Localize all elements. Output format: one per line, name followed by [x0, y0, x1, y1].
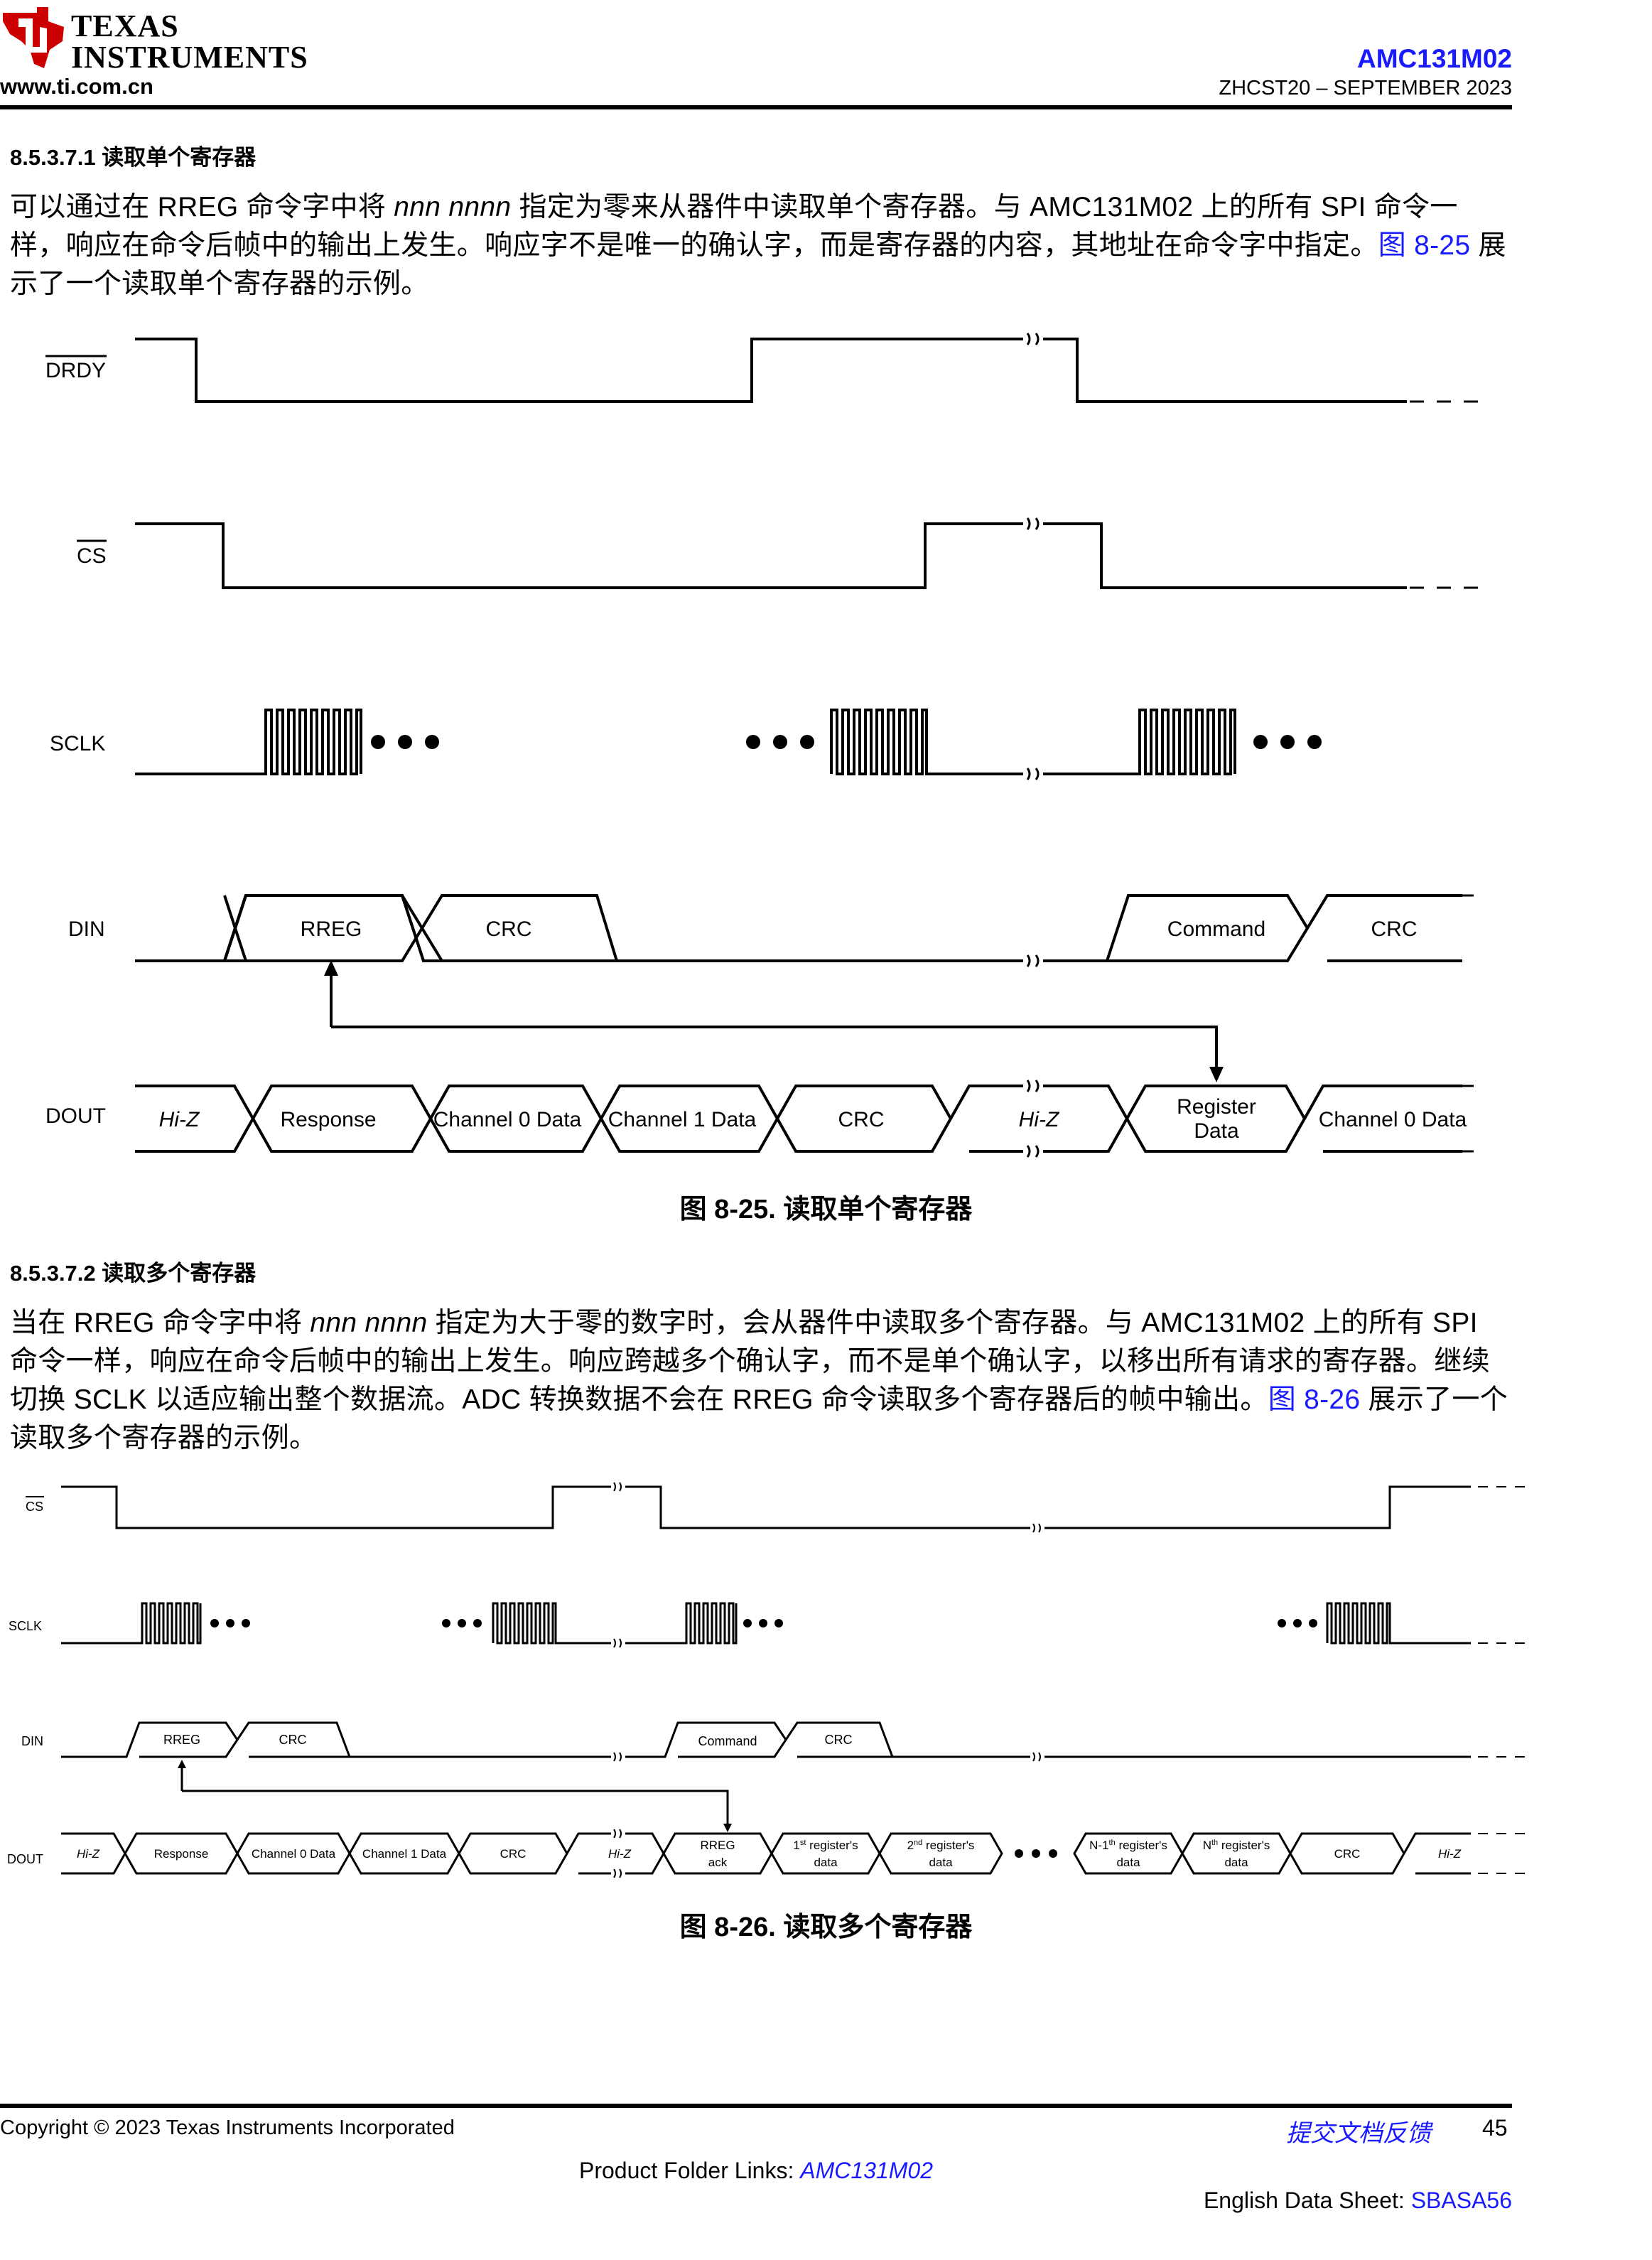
section-paragraph-1: 可以通过在 RREG 命令字中将 nnn nnnn 指定为零来从器件中读取单个寄… [10, 188, 1509, 303]
ti-logo-icon [3, 7, 64, 68]
header-rule [0, 105, 1512, 109]
timing-diagram-8-25: DRDY CS SCLK DIN DOUT [45, 333, 1478, 1158]
signal-label-sclk: SCLK [50, 732, 105, 755]
section-paragraph-2: 当在 RREG 命令字中将 nnn nnnn 指定为大于零的数字时，会从器件中读… [10, 1304, 1509, 1458]
din-label-crc: CRC [486, 918, 532, 941]
din2-label-command: Command [698, 1734, 757, 1748]
footer-rule [0, 2104, 1512, 2108]
signal-label-cs-2: CS [26, 1500, 43, 1514]
dout2-label-rreg: RREG [700, 1839, 735, 1852]
para-italic: nnn nnnn [394, 192, 512, 222]
para-text: 展示了一个读取单个寄存器的示例。 [10, 230, 1506, 299]
drdy-waveform [135, 333, 1478, 403]
dout2-label-datan1: data [1116, 1856, 1140, 1869]
din2-label-rreg: RREG [163, 1733, 200, 1747]
dout2-label-ack: ack [708, 1856, 728, 1869]
din-frames-2 [61, 1721, 1525, 1762]
register-arrow-2 [178, 1760, 732, 1832]
dout-label-ch0-2: Channel 0 Data [1319, 1108, 1467, 1131]
dout-label-hiz: Hi-Z [159, 1108, 200, 1131]
copyright: Copyright © 2023 Texas Instruments Incor… [0, 2116, 455, 2139]
dout2-label-data1: data [814, 1856, 838, 1869]
para-text: 展示了一个读取多个寄存器的示例。 [10, 1384, 1508, 1453]
figure-caption-8-26: 图 8-26. 读取多个寄存器 [679, 1912, 973, 1942]
para-text: 可以通过在 RREG 命令字中将 [10, 192, 394, 222]
website-link[interactable]: www.ti.com.cn [0, 74, 153, 99]
dout-label-crc: CRC [838, 1108, 885, 1131]
dout-label-hiz-2: Hi-Z [1019, 1108, 1060, 1131]
dout2-label-crc-2: CRC [1334, 1847, 1361, 1861]
sclk-waveform [135, 709, 1322, 780]
signal-label-drdy: DRDY [45, 359, 106, 382]
din-label-command: Command [1167, 918, 1265, 941]
din-frames [222, 894, 1474, 967]
signal-label-dout-2: DOUT [7, 1852, 43, 1866]
dout-frames [135, 1080, 1474, 1158]
cs-waveform [135, 517, 1478, 589]
register-arrow [324, 960, 1224, 1082]
dout2-label-crc: CRC [500, 1847, 527, 1861]
dout2-label-hiz: Hi-Z [77, 1847, 100, 1861]
dout2-label-datan: data [1224, 1856, 1248, 1869]
timing-diagram-8-26: CS SCLK DIN DOUT RRE [7, 1482, 1525, 1878]
dout-label-data: Data [1194, 1119, 1239, 1143]
dout2-label-reg1: 1st register's [793, 1839, 858, 1852]
signal-label-din-2: DIN [21, 1734, 43, 1748]
logo-line2: INSTRUMENTS [71, 40, 308, 75]
din-label-rreg: RREG [301, 918, 362, 941]
page-number: 45 [1482, 2115, 1508, 2141]
para-text: 指定为大于零的数字时，会从器件中读取多个寄存器。与 AMC131M02 上的所有… [10, 1308, 1490, 1415]
figure-link-8-25[interactable]: 图 8-25 [1378, 230, 1471, 261]
signal-label-sclk-2: SCLK [9, 1619, 42, 1633]
dout-label-response: Response [280, 1108, 376, 1131]
feedback-link[interactable]: 提交文档反馈 [1286, 2120, 1431, 2147]
figure-link-8-26[interactable]: 图 8-26 [1268, 1384, 1361, 1415]
product-folder: Product Folder Links: AMC131M02 [0, 2158, 1512, 2184]
signal-label-cs: CS [77, 544, 107, 568]
dout2-label-ch0: Channel 0 Data [252, 1847, 336, 1861]
dout-label-ch1: Channel 1 Data [608, 1108, 757, 1131]
section-heading-1: 8.5.3.7.1 读取单个寄存器 [10, 145, 257, 170]
logo-line1: TEXAS [71, 9, 179, 43]
product-folder-label: Product Folder Links: [579, 2158, 801, 2183]
product-folder-link[interactable]: AMC131M02 [800, 2158, 933, 2183]
din2-label-crc: CRC [279, 1733, 307, 1747]
doc-id: ZHCST20 – SEPTEMBER 2023 [1219, 77, 1512, 99]
dout2-label-data2: data [929, 1856, 953, 1869]
din2-label-crc-2: CRC [825, 1733, 853, 1747]
din-waveform [135, 894, 1023, 962]
para-text: 指定为零来从器件中读取单个寄存器。与 AMC131M02 上的所有 SPI 命令… [10, 192, 1458, 261]
english-datasheet: English Data Sheet: SBASA56 [1204, 2188, 1512, 2214]
din-label-crc-2: CRC [1371, 918, 1418, 941]
english-datasheet-label: English Data Sheet: [1203, 2188, 1411, 2213]
dout2-label-regn: Nth register's [1203, 1839, 1270, 1852]
para-italic: nnn nnnn [310, 1308, 428, 1338]
dout2-label-regn1: N-1th register's [1089, 1839, 1167, 1852]
dout2-label-ch1: Channel 1 Data [362, 1847, 447, 1861]
section-heading-2: 8.5.3.7.2 读取多个寄存器 [10, 1261, 257, 1286]
dout2-label-hiz-3: Hi-Z [1438, 1847, 1462, 1861]
dout-frames-2 [61, 1829, 1525, 1878]
dout-label-register: Register [1177, 1095, 1256, 1119]
dout2-label-response: Response [154, 1847, 209, 1861]
dout2-label-hiz-2: Hi-Z [608, 1847, 632, 1861]
english-datasheet-link[interactable]: SBASA56 [1410, 2188, 1512, 2213]
cs-waveform-2 [61, 1482, 1525, 1533]
dout2-label-reg2: 2nd register's [907, 1839, 975, 1852]
ti-logo[interactable]: TEXAS INSTRUMENTS [0, 6, 308, 74]
para-text: 当在 RREG 命令字中将 [10, 1308, 311, 1338]
part-number[interactable]: AMC131M02 [1357, 44, 1512, 73]
sclk-waveform-2 [61, 1602, 1525, 1648]
dout-label-ch0: Channel 0 Data [433, 1108, 582, 1131]
signal-label-dout: DOUT [45, 1104, 106, 1128]
figure-caption-8-25: 图 8-25. 读取单个寄存器 [679, 1195, 973, 1225]
signal-label-din: DIN [68, 918, 105, 941]
